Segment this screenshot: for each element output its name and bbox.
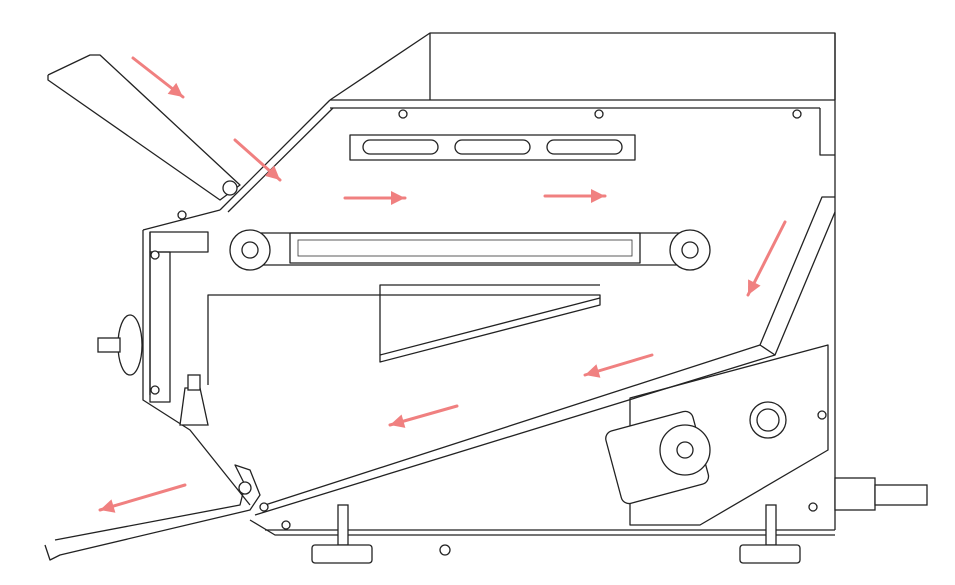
flow-arrows <box>98 56 787 513</box>
screws <box>150 109 827 530</box>
outlet-arrow-icon <box>98 483 187 513</box>
outlet-flap <box>44 464 261 561</box>
upper-slots <box>349 134 636 161</box>
inner-chute <box>207 284 601 385</box>
upper-flow-arrow-1-icon <box>343 191 407 205</box>
return-arrow-2-icon <box>388 404 459 428</box>
top-hopper <box>219 32 836 213</box>
inlet-arrow-2-icon <box>233 138 282 182</box>
upper-flow-arrow-2-icon <box>543 189 607 203</box>
return-arrow-1-icon <box>583 353 654 378</box>
main-body <box>249 33 836 536</box>
motor-assembly <box>605 344 829 526</box>
inlet-arrow-1-icon <box>131 56 185 99</box>
left-frame <box>97 209 251 506</box>
cable-gland <box>834 477 928 511</box>
conveyor-belt <box>229 229 711 271</box>
right-down-arrow-icon <box>746 220 787 297</box>
feet <box>311 504 801 564</box>
inlet-flap <box>47 54 241 201</box>
